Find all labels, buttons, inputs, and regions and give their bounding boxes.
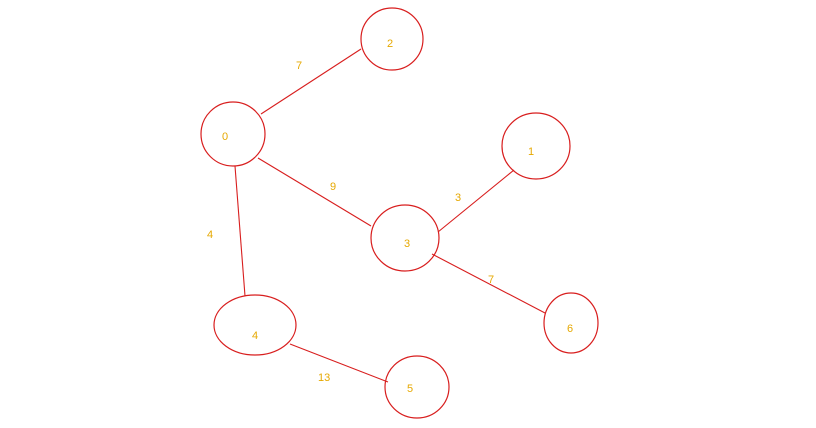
node-label-3: 3: [404, 238, 410, 250]
node-label-6: 6: [567, 323, 573, 335]
node-1: [501, 112, 571, 180]
edge-3-6: [431, 253, 546, 314]
node-2: [360, 7, 424, 71]
edge-0-3: [257, 157, 372, 227]
node-5: [384, 355, 450, 419]
edge-weight-0-2: 7: [296, 60, 302, 72]
node-label-2: 2: [387, 38, 393, 50]
node-0: [200, 101, 266, 167]
edge-weight-3-6: 7: [488, 274, 494, 286]
edge-weight-3-1: 3: [455, 192, 461, 204]
edge-weight-0-3: 9: [330, 181, 336, 193]
node-label-4: 4: [252, 330, 258, 342]
edge-3-1: [437, 169, 515, 233]
edge-4-5: [289, 343, 389, 383]
edge-weight-0-4: 4: [207, 229, 213, 241]
node-label-5: 5: [407, 383, 413, 395]
nodes-layer: [200, 7, 599, 419]
node-4: [213, 294, 297, 356]
edge-0-4: [234, 165, 246, 297]
node-label-0: 0: [222, 131, 228, 143]
node-3: [370, 204, 440, 272]
node-label-1: 1: [528, 146, 534, 158]
edge-0-2: [260, 48, 362, 115]
edge-weight-4-5: 13: [318, 372, 330, 384]
labels-layer: 7 9 4 3 7 13 0 1 2 3 4 5 6: [207, 38, 573, 395]
node-6: [543, 292, 599, 354]
edges-layer: [234, 48, 546, 383]
